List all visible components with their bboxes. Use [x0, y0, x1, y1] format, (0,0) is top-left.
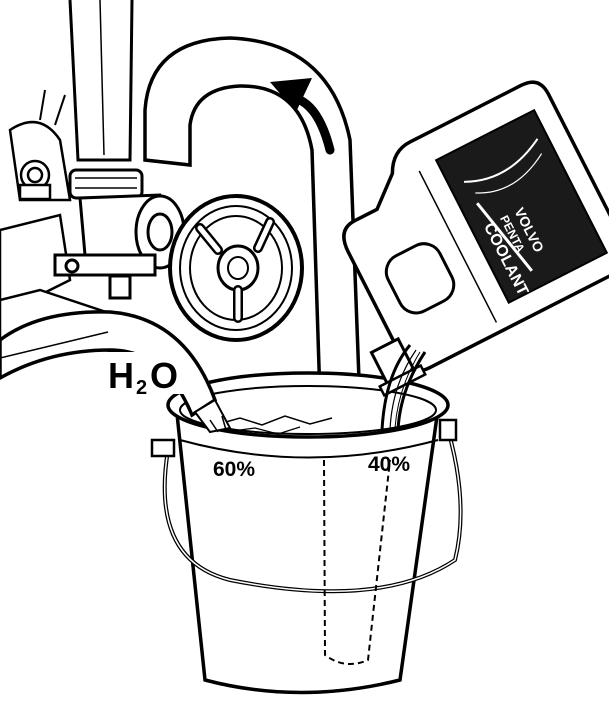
water-formula-sub: 2: [136, 377, 147, 399]
coolant-percent-label: 40%: [368, 453, 410, 476]
water-label: H 2 O: [104, 352, 186, 399]
pump-pulley: [170, 196, 302, 340]
water-percent-label: 60%: [213, 458, 255, 481]
engine-pipe: [70, 0, 132, 160]
bucket-icon: [152, 373, 461, 693]
water-pump: [55, 170, 184, 298]
water-formula-h: H: [108, 355, 134, 396]
water-formula-o: O: [150, 355, 178, 396]
